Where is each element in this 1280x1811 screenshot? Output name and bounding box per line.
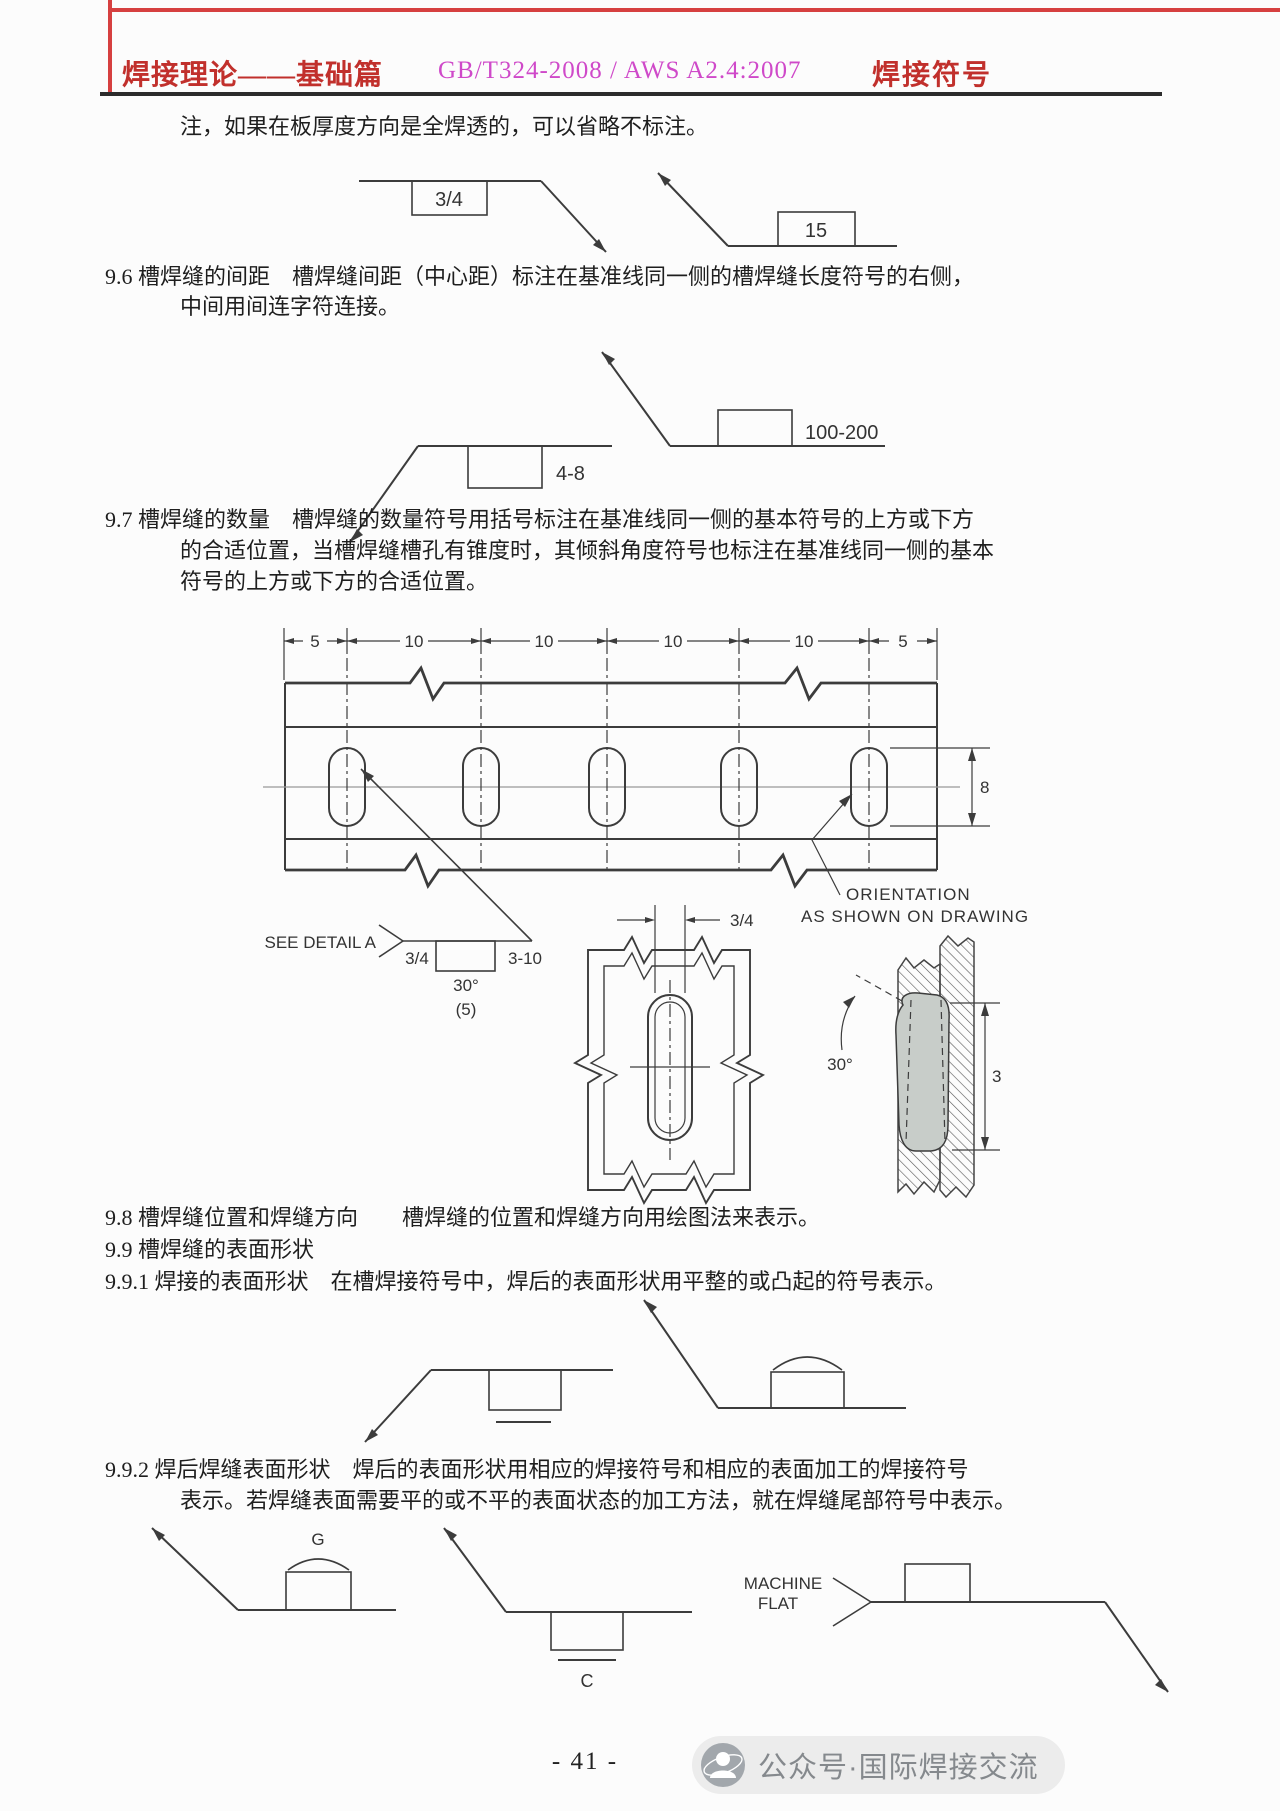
chip-label: C [581, 1671, 594, 1691]
section-9-9: 9.9 槽焊缝的表面形状 [105, 1237, 315, 1262]
detail-count-label: (5) [456, 1000, 477, 1019]
svg-text:5: 5 [898, 632, 907, 651]
figure-finish-symbols: G C MACHINE FLAT [151, 1527, 1169, 1693]
note-text: 注，如果在板厚度方向是全焊透的，可以省略不标注。 [180, 114, 709, 139]
svg-text:5: 5 [310, 632, 319, 651]
page-number: - 41 - [551, 1748, 619, 1775]
chip-finish-symbol: C [443, 1527, 692, 1691]
header-standard: GB/T324-2008 / AWS A2.4:2007 [438, 57, 802, 84]
detail-angle-label: 30° [453, 976, 479, 995]
grind-finish-symbol: G [151, 1527, 396, 1611]
svg-text:10: 10 [795, 632, 814, 651]
section-9-7-line3: 符号的上方或下方的合适位置。 [180, 569, 489, 594]
header-right-title: 焊接符号 [872, 60, 993, 91]
section-9-8: 9.8 槽焊缝位置和焊缝方向 槽焊缝的位置和焊缝方向用绘图法来表示。 [105, 1205, 821, 1230]
slot-length-label: 8 [980, 778, 989, 797]
see-detail-label: SEE DETAIL A [265, 933, 377, 952]
figure-slot-weld-pitch: 100-200 4-8 [349, 351, 885, 543]
figB-pitch-label: 100-200 [805, 422, 878, 444]
plate-outline [263, 665, 960, 889]
wechat-account-icon [701, 1743, 745, 1787]
section-depth-label: 3 [992, 1067, 1001, 1086]
section-9-9-2-line2: 表示。若焊缝表面需要平的或不平的表面状态的加工方法，就在焊缝尾部符号中表示。 [180, 1488, 1017, 1513]
section-9-9-2-line1: 9.9.2 焊后焊缝表面形状 焊后的表面形状用相应的焊接符号和相应的表面加工的焊… [105, 1457, 969, 1482]
section-9-7-line2: 的合适位置，当槽焊缝槽孔有锥度时，其倾斜角度符号也标注在基准线同一侧的基本 [180, 538, 995, 563]
social-badge: 公众号·国际焊接交流 [692, 1736, 1065, 1794]
figure-contour-symbols [364, 1299, 906, 1443]
section-9-6-line2: 中间用间连字符连接。 [180, 294, 401, 319]
convex-contour-symbol [643, 1299, 906, 1409]
svg-text:10: 10 [405, 632, 424, 651]
machine-flat-label-line1: MACHINE [744, 1574, 822, 1593]
frame-vertical-red-line [108, 0, 112, 92]
grind-label: G [311, 1530, 324, 1549]
figure-slot-weld-depth: 3/4 15 [359, 172, 897, 253]
plate-slots [328, 658, 888, 870]
detail-pitch-label: 3-10 [508, 949, 542, 968]
figA-depth-label: 3/4 [435, 189, 463, 211]
svg-text:10: 10 [664, 632, 683, 651]
machine-flat-label-line2: FLAT [758, 1594, 798, 1613]
slot-width-label: 3/4 [730, 911, 754, 930]
flush-contour-symbol [364, 1369, 613, 1443]
slot-weld-cross-section: 30° 3 [827, 934, 1001, 1199]
orientation-callout: ORIENTATION AS SHOWN ON DRAWING [801, 793, 1029, 926]
section-9-9-1: 9.9.1 焊接的表面形状 在槽焊接符号中，焊后的表面形状用平整的或凸起的符号表… [105, 1269, 947, 1294]
figA-length-label: 15 [805, 220, 827, 242]
frame-horizontal-red-line [112, 8, 1280, 12]
section-9-6-line1: 9.6 槽焊缝的间距 槽焊缝间距（中心距）标注在基准线同一侧的槽焊缝长度符号的右… [105, 264, 975, 289]
figure-slotted-plate-drawing: 5 10 10 10 10 5 [263, 628, 1028, 1206]
header-rule [100, 92, 1162, 96]
section-9-7-line1: 9.7 槽焊缝的数量 槽焊缝的数量符号用括号标注在基准线同一侧的基本符号的上方或… [105, 507, 975, 532]
orientation-label-line1: ORIENTATION [846, 885, 971, 904]
detail-depth-label: 3/4 [405, 949, 429, 968]
section-angle-label: 30° [827, 1055, 853, 1074]
see-detail-a-symbol: SEE DETAIL A 3/4 3-10 30° (5) [265, 768, 542, 1019]
slot-detail-plan-view: 3/4 [572, 905, 766, 1206]
header-left-title: 焊接理论——基础篇 [122, 60, 384, 91]
orientation-label-line2: AS SHOWN ON DRAWING [801, 907, 1029, 926]
machine-flat-symbol: MACHINE FLAT [744, 1563, 1169, 1693]
figB-range-label: 4-8 [556, 463, 585, 485]
svg-text:10: 10 [535, 632, 554, 651]
plate-dimension-row: 5 10 10 10 10 5 [283, 628, 938, 680]
social-text: 公众号·国际焊接交流 [758, 1752, 1039, 1784]
slot-length-dimension: 8 [890, 747, 990, 827]
